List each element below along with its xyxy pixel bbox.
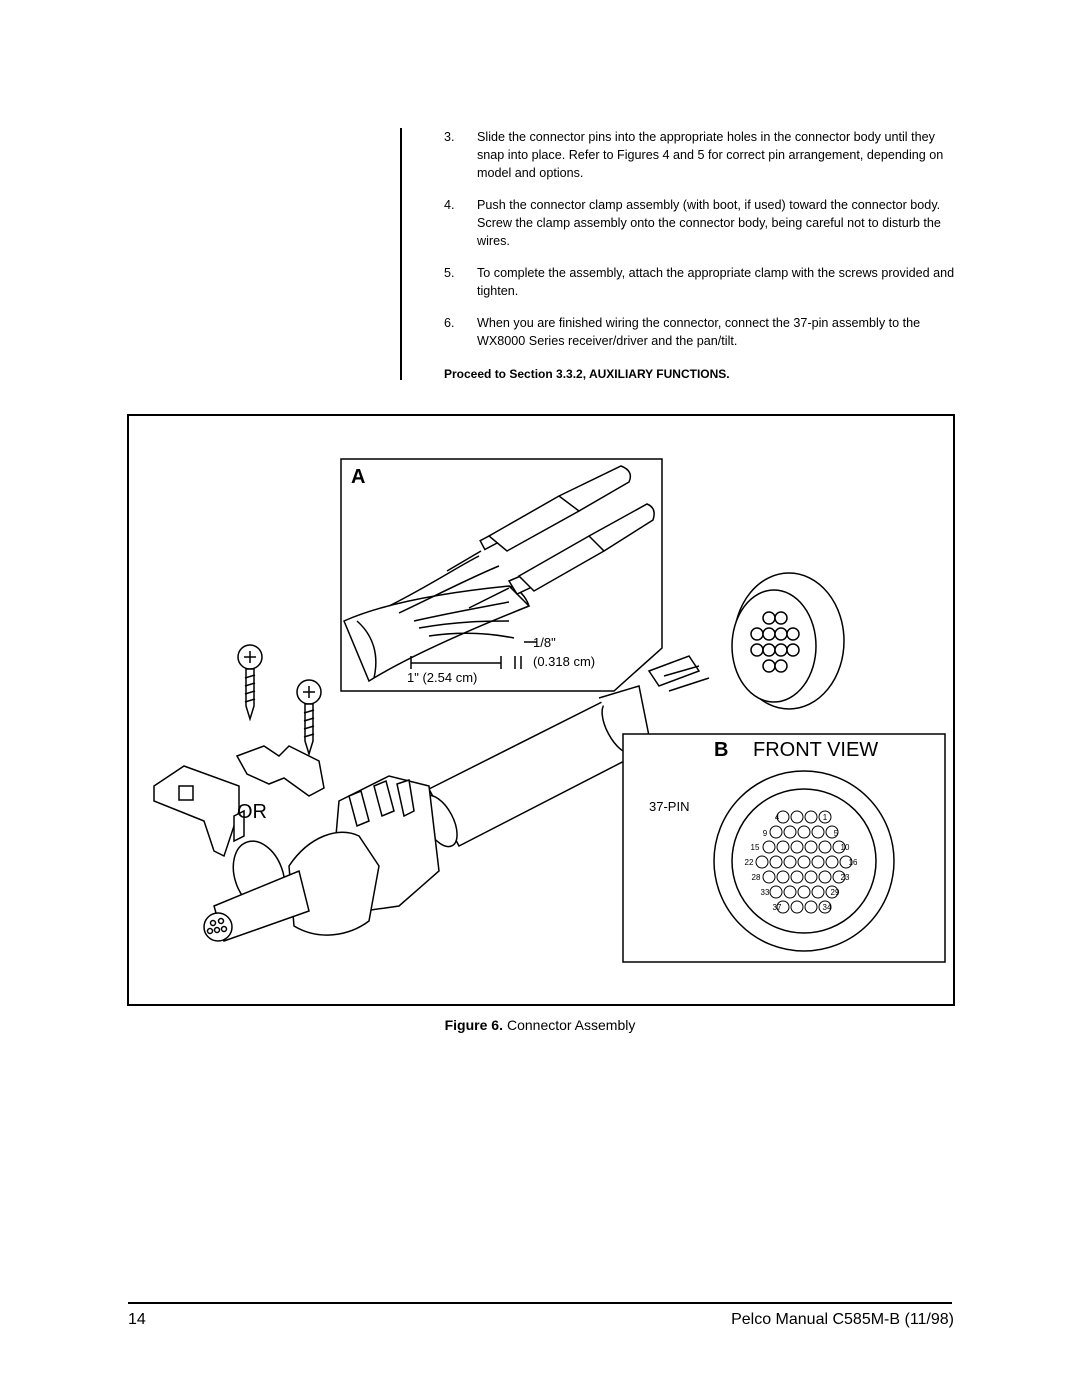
pin-socket [804, 900, 818, 914]
pin-socket [825, 825, 839, 839]
pin-socket [818, 900, 832, 914]
step-5: 5.To complete the assembly, attach the a… [444, 266, 955, 298]
pin-label: 10 [841, 843, 850, 852]
pin-socket [818, 840, 832, 854]
pin-label: 34 [823, 903, 832, 912]
pin-socket [811, 825, 825, 839]
pin-socket [790, 810, 804, 824]
figure-caption: Figure 6.Connector Assembly [0, 1017, 1080, 1033]
step-3: 3.Slide the connector pins into the appr… [444, 130, 944, 180]
pin-socket [797, 855, 811, 869]
or-label: OR [237, 801, 267, 823]
pin-socket [818, 870, 832, 884]
figure-number: Figure 6. [444, 1017, 503, 1033]
pin-label: 9 [763, 829, 768, 838]
pin-label: 22 [745, 858, 754, 867]
pin-socket [797, 885, 811, 899]
37-pin-face [713, 770, 895, 952]
screw-icon [237, 644, 322, 757]
pin-socket [755, 855, 769, 869]
pin-socket [769, 855, 783, 869]
inset-a-label: A [351, 466, 365, 488]
manual-identifier: Pelco Manual C585M-B (11/98) [731, 1311, 954, 1328]
front-view-letter: B [714, 739, 728, 761]
pin-socket [811, 885, 825, 899]
pin-socket [825, 855, 839, 869]
dim-cm-metric: (0.318 cm) [533, 654, 595, 669]
step-6: 6.When you are finished wiring the conne… [444, 316, 921, 348]
pin-socket [804, 840, 818, 854]
pin-socket [832, 840, 846, 854]
pin-socket [769, 885, 783, 899]
pin-socket [783, 885, 797, 899]
pin-socket [769, 825, 783, 839]
page-number: 14 [128, 1311, 146, 1328]
pin-socket [811, 855, 825, 869]
instruction-steps: 3.Slide the connector pins into the appr… [440, 128, 956, 364]
pin-socket [832, 870, 846, 884]
change-bar [400, 128, 402, 380]
pin-socket [776, 870, 790, 884]
pin-socket [762, 840, 776, 854]
pin-label: 29 [831, 888, 840, 897]
pin-label: 23 [841, 873, 850, 882]
dim-one-inch: 1" (2.54 cm) [407, 670, 477, 685]
connector-assembly-drawing: A 1/8" (0.318 cm) 1" (2.54 cm) OR [153, 458, 946, 963]
pin-socket [797, 825, 811, 839]
pin-socket [776, 810, 790, 824]
pin-grid [755, 810, 853, 914]
pin-socket [790, 900, 804, 914]
pin-socket [783, 855, 797, 869]
pin-socket [776, 840, 790, 854]
pin-count-label: 37-PIN [649, 799, 689, 814]
pin-label: 33 [761, 888, 770, 897]
step-4: 4.Push the connector clamp assembly (wit… [444, 198, 941, 248]
pin-socket [783, 825, 797, 839]
pin-label: 28 [752, 873, 761, 882]
pin-socket [776, 900, 790, 914]
pin-socket [762, 870, 776, 884]
dim-eighth-inch: 1/8" [533, 635, 556, 650]
pin-socket [804, 870, 818, 884]
pin-socket [790, 840, 804, 854]
proceed-note: Proceed to Section 3.3.2, AUXILIARY FUNC… [444, 367, 730, 381]
pin-socket [804, 810, 818, 824]
pin-socket [839, 855, 853, 869]
pin-label: 4 [775, 813, 780, 822]
figure-title: Connector Assembly [506, 1017, 636, 1033]
pin-label: 5 [834, 829, 839, 838]
pin-label: 15 [751, 843, 760, 852]
connector-icon [731, 572, 845, 710]
pin-label: 1 [823, 813, 828, 822]
pin-socket [790, 870, 804, 884]
pin-socket [818, 810, 832, 824]
footer-rule [128, 1302, 952, 1304]
figure-frame: A 1/8" (0.318 cm) 1" (2.54 cm) OR [127, 414, 955, 1006]
front-view-title: FRONT VIEW [753, 739, 878, 761]
pin-label: 16 [849, 858, 858, 867]
pin-label: 37 [773, 903, 782, 912]
pin-socket [825, 885, 839, 899]
